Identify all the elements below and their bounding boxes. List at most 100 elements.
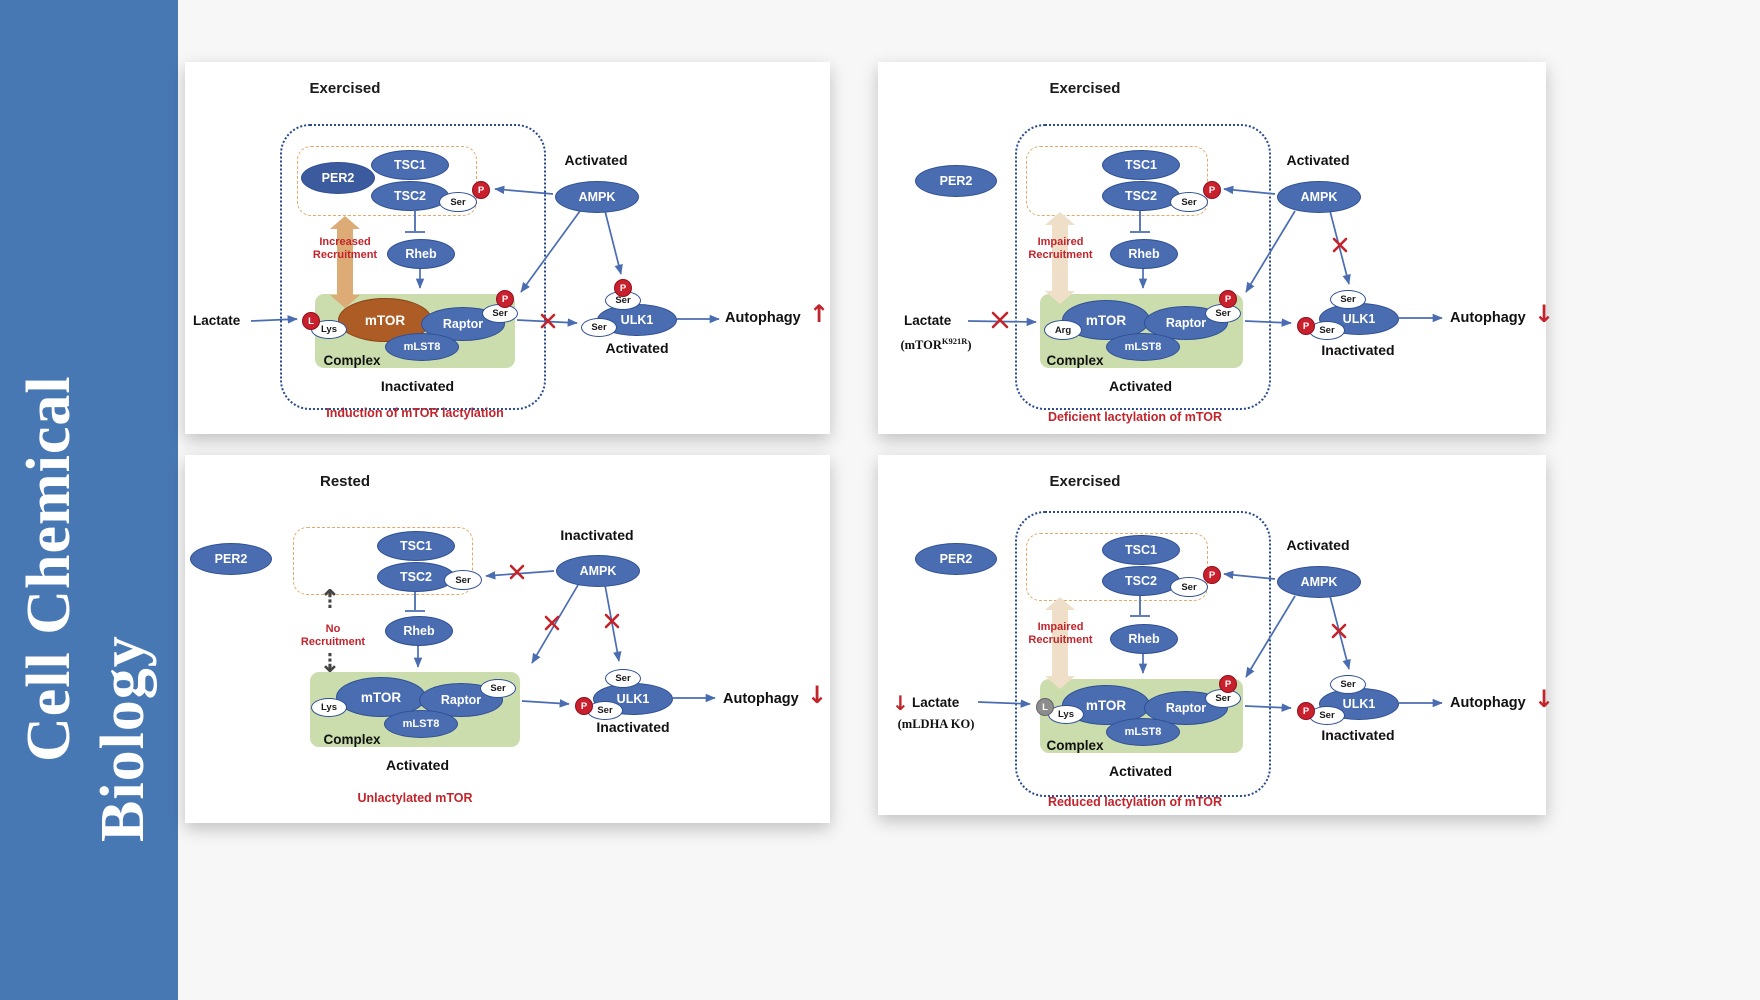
complex-label: Complex	[1046, 738, 1104, 753]
rheb-node: Rheb	[387, 239, 455, 269]
tsc2-node: TSC2	[377, 562, 455, 592]
tsc1-node: TSC1	[1102, 535, 1180, 565]
mlst8-node: mLST8	[1106, 718, 1180, 746]
autophagy-label: Autophagy	[1450, 695, 1526, 711]
tsc2-node: TSC2	[1102, 566, 1180, 596]
ulk1-node: ULK1	[1319, 688, 1399, 720]
phosphate-icon: P	[496, 290, 514, 308]
complex-label: Complex	[1046, 353, 1104, 368]
phosphate-icon: P	[472, 181, 490, 199]
phosphate-icon: P	[1219, 290, 1237, 308]
autophagy-up-arrow: ↑	[809, 300, 830, 328]
ser-residue-tag: Ser	[439, 192, 477, 212]
ampk-node: AMPK	[556, 555, 640, 587]
complex-state-label: Activated	[1108, 378, 1173, 394]
ser-residue-tag: Ser	[1330, 675, 1366, 694]
lactate-label: Lactate	[904, 313, 952, 328]
phosphate-icon: P	[1203, 181, 1221, 199]
autophagy-label: Autophagy	[1450, 310, 1526, 326]
panel-condition-label: Exercised	[309, 80, 381, 97]
recruitment-label: Increased Recruitment	[290, 236, 400, 262]
ser-residue-tag: Ser	[1330, 290, 1366, 309]
recruitment-line2: Recruitment	[1028, 249, 1093, 262]
panel-caption: Induction of mTOR lactylation	[326, 406, 504, 420]
lactyl-icon-gray: L	[1036, 698, 1054, 716]
autophagy-label: Autophagy	[723, 691, 799, 707]
genotype-text: (mTOR	[900, 338, 942, 353]
per2-node: PER2	[190, 543, 272, 575]
recruitment-line1: Impaired	[1037, 621, 1084, 633]
blocked-x-mark	[604, 613, 620, 629]
tsc2-node: TSC2	[1102, 181, 1180, 211]
genotype-text-close: )	[967, 338, 972, 353]
complex-state-label: Activated	[1108, 763, 1173, 779]
ampk-node: AMPK	[555, 181, 639, 213]
autophagy-down-arrow: ↓	[1534, 685, 1555, 713]
lys-residue-tag: Lys	[311, 698, 347, 717]
panel-deficient-lactylation: Exercised PER2 TSC1 TSC2 Ser P AMPK Acti…	[878, 62, 1554, 434]
ampk-state-label: Activated	[564, 152, 628, 168]
recruitment-line1: Impaired	[1037, 236, 1084, 248]
panel-induction-of-lactylation: Exercised PER2 TSC1 TSC2 Ser P AMPK Acti…	[185, 62, 830, 434]
phosphate-icon: P	[1297, 317, 1315, 335]
panel-caption: Deficient lactylation of mTOR	[1047, 410, 1223, 424]
ulk1-state-label: Activated	[605, 340, 669, 356]
lactate-label: Lactate	[912, 695, 960, 710]
panel-reduced-lactylation: Exercised PER2 TSC1 TSC2 Ser P AMPK Acti…	[878, 455, 1554, 815]
autophagy-down-arrow: ↓	[1534, 300, 1555, 328]
ser-residue-tag: Ser	[1170, 192, 1208, 212]
journal-sidebar: Cell Chemical Biology	[0, 0, 178, 1000]
recruitment-label: Impaired Recruitment	[1008, 236, 1113, 262]
per2-node: PER2	[915, 165, 997, 197]
knockout-genotype-label: (mLDHA KO)	[897, 717, 975, 731]
tsc1-node: TSC1	[371, 150, 449, 180]
lactyl-icon: L	[302, 312, 320, 330]
mlst8-node: mLST8	[385, 333, 459, 361]
ampk-state-label: Inactivated	[560, 527, 634, 543]
ulk1-state-label: Inactivated	[596, 719, 670, 735]
recruitment-line2: Recruitment	[312, 249, 378, 262]
recruitment-line2: Recruitment	[300, 636, 366, 649]
panel-caption: Unlactylated mTOR	[357, 791, 473, 805]
lactate-decrease-arrow: ↓	[892, 691, 909, 715]
tsc2-node: TSC2	[371, 181, 449, 211]
ser-residue-tag: Ser	[444, 570, 482, 590]
recruitment-label: No Recruitment	[283, 623, 383, 649]
ampk-to-tsc2-arrow	[485, 570, 555, 580]
ampk-state-label: Activated	[1286, 537, 1350, 553]
journal-title-line1: Cell Chemical	[15, 375, 83, 762]
connector-layer	[405, 564, 716, 708]
blocked-x-mark	[1332, 237, 1348, 253]
per2-node: PER2	[301, 162, 375, 194]
complex-state-label: Inactivated	[380, 378, 455, 394]
autophagy-down-arrow: ↓	[807, 681, 828, 709]
ampk-state-label: Activated	[1286, 152, 1350, 168]
recruitment-label: Impaired Recruitment	[1008, 621, 1113, 647]
arg-residue-tag: Arg	[1044, 320, 1082, 340]
dashed-up-arrow-icon: ⇡	[319, 585, 341, 615]
ulk1-state-label: Inactivated	[1321, 342, 1395, 358]
complex-label: Complex	[323, 353, 381, 368]
phosphate-icon: P	[575, 697, 593, 715]
phosphate-icon: P	[1297, 702, 1315, 720]
complex-to-ulk1-arrow	[521, 699, 570, 708]
panel-condition-label: Exercised	[1049, 473, 1121, 490]
ampk-to-ulk1-arrow	[604, 584, 622, 662]
rheb-node: Rheb	[1110, 239, 1178, 269]
rheb-node: Rheb	[1110, 624, 1178, 654]
ampk-node: AMPK	[1277, 181, 1361, 213]
ampk-node: AMPK	[1277, 566, 1361, 598]
mlst8-node: mLST8	[384, 710, 458, 738]
autophagy-label: Autophagy	[725, 310, 801, 326]
phosphate-icon: P	[1219, 675, 1237, 693]
mutant-genotype-label: (mTORK921R)	[880, 336, 992, 353]
panel-caption: Reduced lactylation of mTOR	[1047, 795, 1223, 809]
blocked-x-mark	[991, 311, 1009, 329]
mlst8-node: mLST8	[1106, 333, 1180, 361]
ser-residue-tag: Ser	[581, 318, 617, 337]
blocked-x-mark	[544, 615, 560, 631]
ulk1-state-label: Inactivated	[1321, 727, 1395, 743]
complex-label: Complex	[323, 732, 381, 747]
journal-title-line2: Biology	[89, 635, 157, 842]
